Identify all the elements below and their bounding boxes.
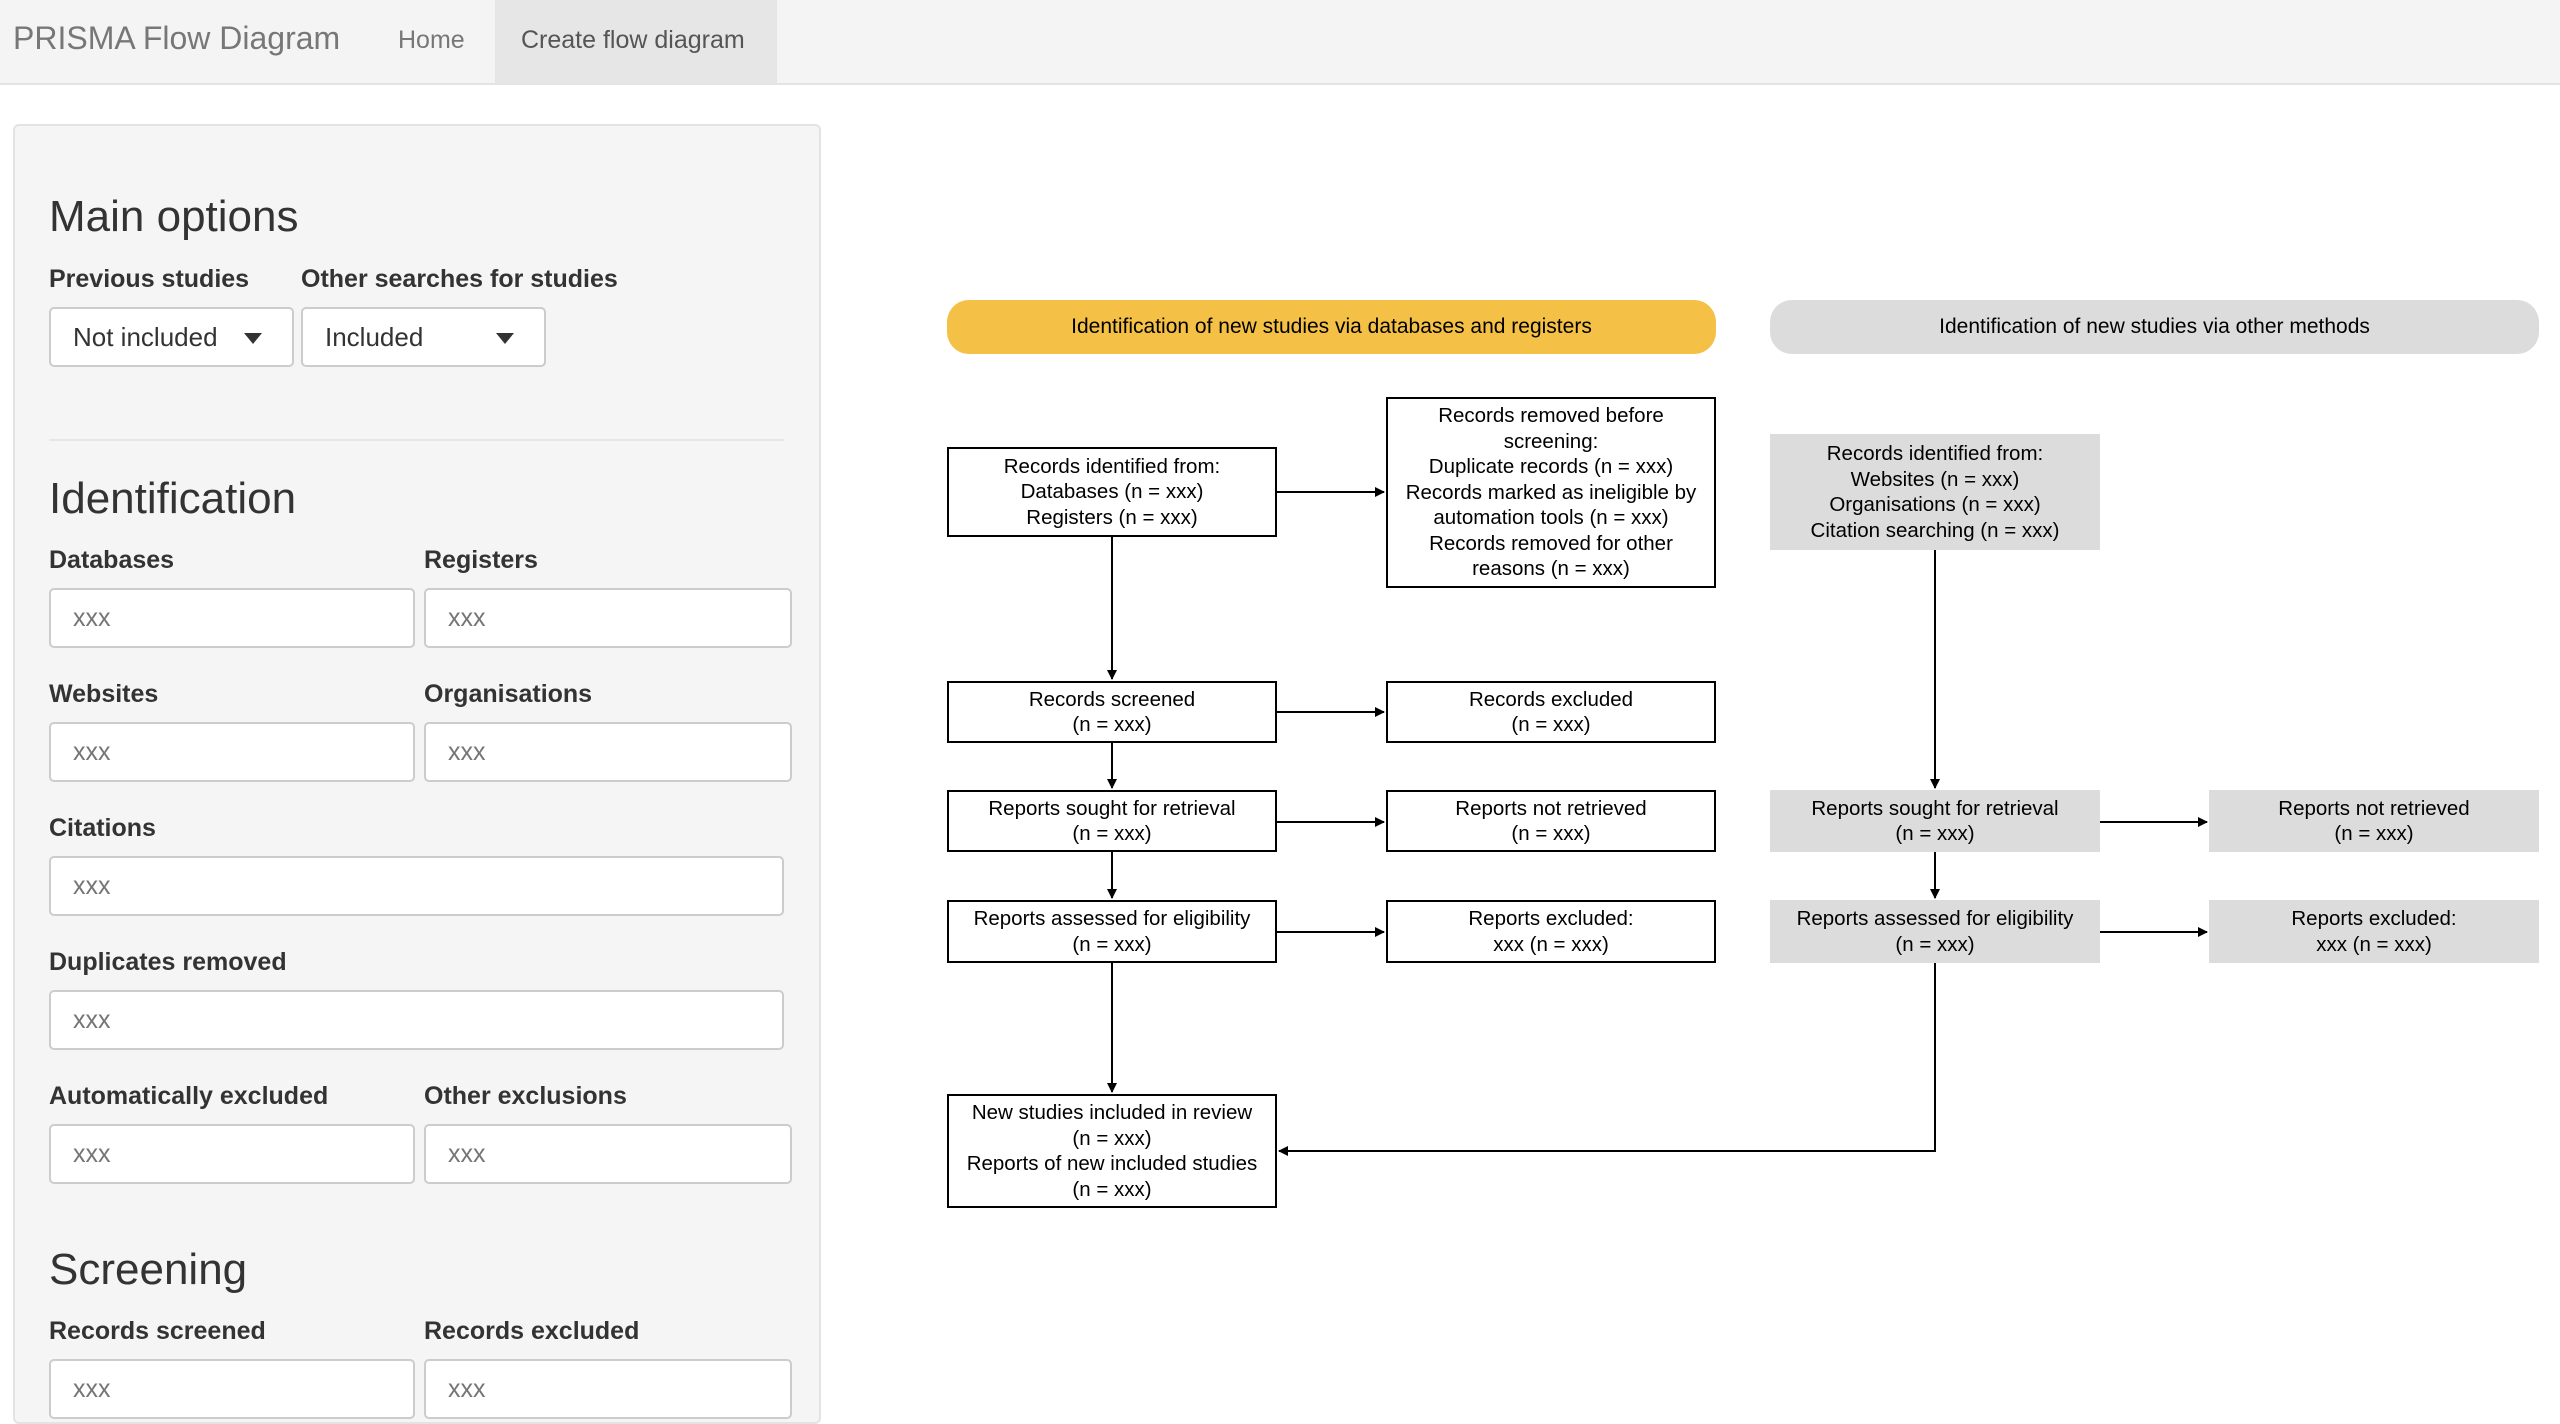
- main-options-heading: Main options: [49, 192, 299, 241]
- flow-box-line: Reports excluded:: [1468, 907, 1634, 930]
- flow-box-assessed: Reports assessed for eligibility(n = xxx…: [947, 900, 1277, 963]
- flow-box-line: Records identified from:: [1003, 454, 1221, 478]
- previous-studies-select[interactable]: Not included: [49, 307, 294, 367]
- flow-box-line: Reports assessed for eligibility: [973, 907, 1251, 930]
- flow-box-line: Databases (n = xxx): [1020, 480, 1204, 504]
- flow-box-line: xxx (n = xxx): [2316, 932, 2432, 956]
- other-searches-label: Other searches for studies: [301, 265, 618, 293]
- screening-heading: Screening: [49, 1245, 248, 1294]
- flow-box-line: Records excluded: [1468, 687, 1634, 711]
- organisations-label: Organisations: [424, 680, 593, 708]
- flow-box-line: (n = xxx): [1072, 713, 1152, 736]
- navbar: PRISMA Flow Diagram Home Create flow dia…: [0, 0, 2560, 85]
- identification-heading: Identification: [49, 474, 297, 523]
- flow-box-included: New studies included in review(n = xxx)R…: [947, 1094, 1277, 1208]
- other-exclusions-input[interactable]: [424, 1124, 792, 1184]
- flow-box-line: Records screened: [1028, 687, 1196, 711]
- flow-box-line: Reports sought for retrieval: [988, 796, 1236, 820]
- flow-box-other-identified: Records identified from:Websites (n = xx…: [1770, 434, 2100, 550]
- flow-box-line: Reports of new included studies: [966, 1152, 1258, 1175]
- previous-studies-value: Not included: [73, 322, 218, 352]
- flow-box-other-reports-excluded: Reports excluded:xxx (n = xxx): [2209, 900, 2539, 963]
- flow-box-line: Records removed before: [1438, 404, 1664, 428]
- organisations-input[interactable]: [424, 722, 792, 782]
- flow-box-screened: Records screened(n = xxx): [947, 681, 1277, 743]
- flow-box-line: (n = xxx): [2334, 822, 2414, 845]
- flow-box-excluded: Records excluded(n = xxx): [1386, 681, 1716, 743]
- flow-box-line: xxx (n = xxx): [1493, 932, 1609, 956]
- flow-box-line: (n = xxx): [1072, 822, 1152, 845]
- records-excluded-label: Records excluded: [424, 1317, 640, 1345]
- registers-label: Registers: [424, 546, 538, 574]
- flow-box-line: Reports excluded:: [2291, 907, 2457, 930]
- flow-connectors: [1107, 487, 2208, 1156]
- flow-box-line: New studies included in review: [971, 1101, 1253, 1124]
- citations-input[interactable]: [49, 856, 784, 916]
- nav-create-flow-diagram[interactable]: Create flow diagram: [495, 0, 777, 83]
- db-registers-header: Identification of new studies via databa…: [947, 300, 1716, 354]
- flow-box-line: Reports sought for retrieval: [1811, 796, 2059, 820]
- flow-box-line: (n = xxx): [1511, 713, 1591, 736]
- flow-box-other-not-retrieved: Reports not retrieved(n = xxx): [2209, 790, 2539, 852]
- websites-label: Websites: [49, 680, 159, 708]
- flow-box-line: automation tools (n = xxx): [1433, 506, 1669, 530]
- caret-down-icon: [244, 333, 262, 344]
- flow-box-other-sought: Reports sought for retrieval(n = xxx): [1770, 790, 2100, 852]
- flow-box-line: (n = xxx): [1072, 932, 1152, 956]
- nav-home[interactable]: Home: [398, 26, 465, 54]
- duplicates-removed-label: Duplicates removed: [49, 948, 287, 976]
- flow-box-not-retrieved: Reports not retrieved(n = xxx): [1386, 790, 1716, 852]
- registers-input[interactable]: [424, 588, 792, 648]
- websites-input[interactable]: [49, 722, 415, 782]
- flow-box-line: Reports assessed for eligibility: [1796, 907, 2074, 930]
- caret-down-icon: [496, 333, 514, 344]
- flow-box-line: Websites (n = xxx): [1850, 467, 2020, 491]
- flow-box-line: (n = xxx): [1072, 1177, 1152, 1201]
- duplicates-removed-input[interactable]: [49, 990, 784, 1050]
- flow-box-line: Citation searching (n = xxx): [1810, 518, 2060, 542]
- databases-label: Databases: [49, 546, 175, 574]
- other-searches-select[interactable]: Included: [301, 307, 546, 367]
- flow-box-identified: Records identified from:Databases (n = x…: [947, 447, 1277, 537]
- flow-box-line: Duplicate records (n = xxx): [1428, 455, 1674, 479]
- flow-box-other-assessed: Reports assessed for eligibility(n = xxx…: [1770, 900, 2100, 963]
- flow-box-line: Registers (n = xxx): [1026, 505, 1198, 529]
- flow-box-sought: Reports sought for retrieval(n = xxx): [947, 790, 1277, 852]
- flow-box-line: Reports not retrieved: [1455, 796, 1647, 820]
- databases-input[interactable]: [49, 588, 415, 648]
- other-exclusions-label: Other exclusions: [424, 1082, 627, 1110]
- flow-box-line: Records identified from:: [1826, 442, 2044, 465]
- flow-box-line: (n = xxx): [1072, 1126, 1152, 1150]
- flow-box-reports-excluded: Reports excluded:xxx (n = xxx): [1386, 900, 1716, 963]
- citations-label: Citations: [49, 814, 156, 842]
- divider: [49, 439, 784, 441]
- previous-studies-label: Previous studies: [49, 265, 250, 293]
- automatically-excluded-label: Automatically excluded: [49, 1082, 329, 1110]
- brand[interactable]: PRISMA Flow Diagram: [13, 20, 341, 56]
- flow-box-line: (n = xxx): [1511, 822, 1591, 845]
- flow-box-line: reasons (n = xxx): [1472, 557, 1630, 581]
- other-searches-value: Included: [325, 322, 424, 352]
- other-methods-header: Identification of new studies via other …: [1770, 300, 2539, 354]
- flow-box-line: (n = xxx): [1895, 822, 1975, 845]
- flow-box-line: (n = xxx): [1895, 932, 1975, 956]
- flow-box-line: Organisations (n = xxx): [1829, 493, 2041, 516]
- flow-box-line: screening:: [1503, 429, 1599, 453]
- automatically-excluded-input[interactable]: [49, 1124, 415, 1184]
- flow-box-line: Records removed for other: [1429, 531, 1673, 555]
- flow-box-line: Reports not retrieved: [2278, 796, 2470, 820]
- records-screened-label: Records screened: [49, 1317, 266, 1345]
- flow-box-line: Records marked as ineligible by: [1405, 480, 1697, 504]
- arrow: [1278, 963, 1936, 1156]
